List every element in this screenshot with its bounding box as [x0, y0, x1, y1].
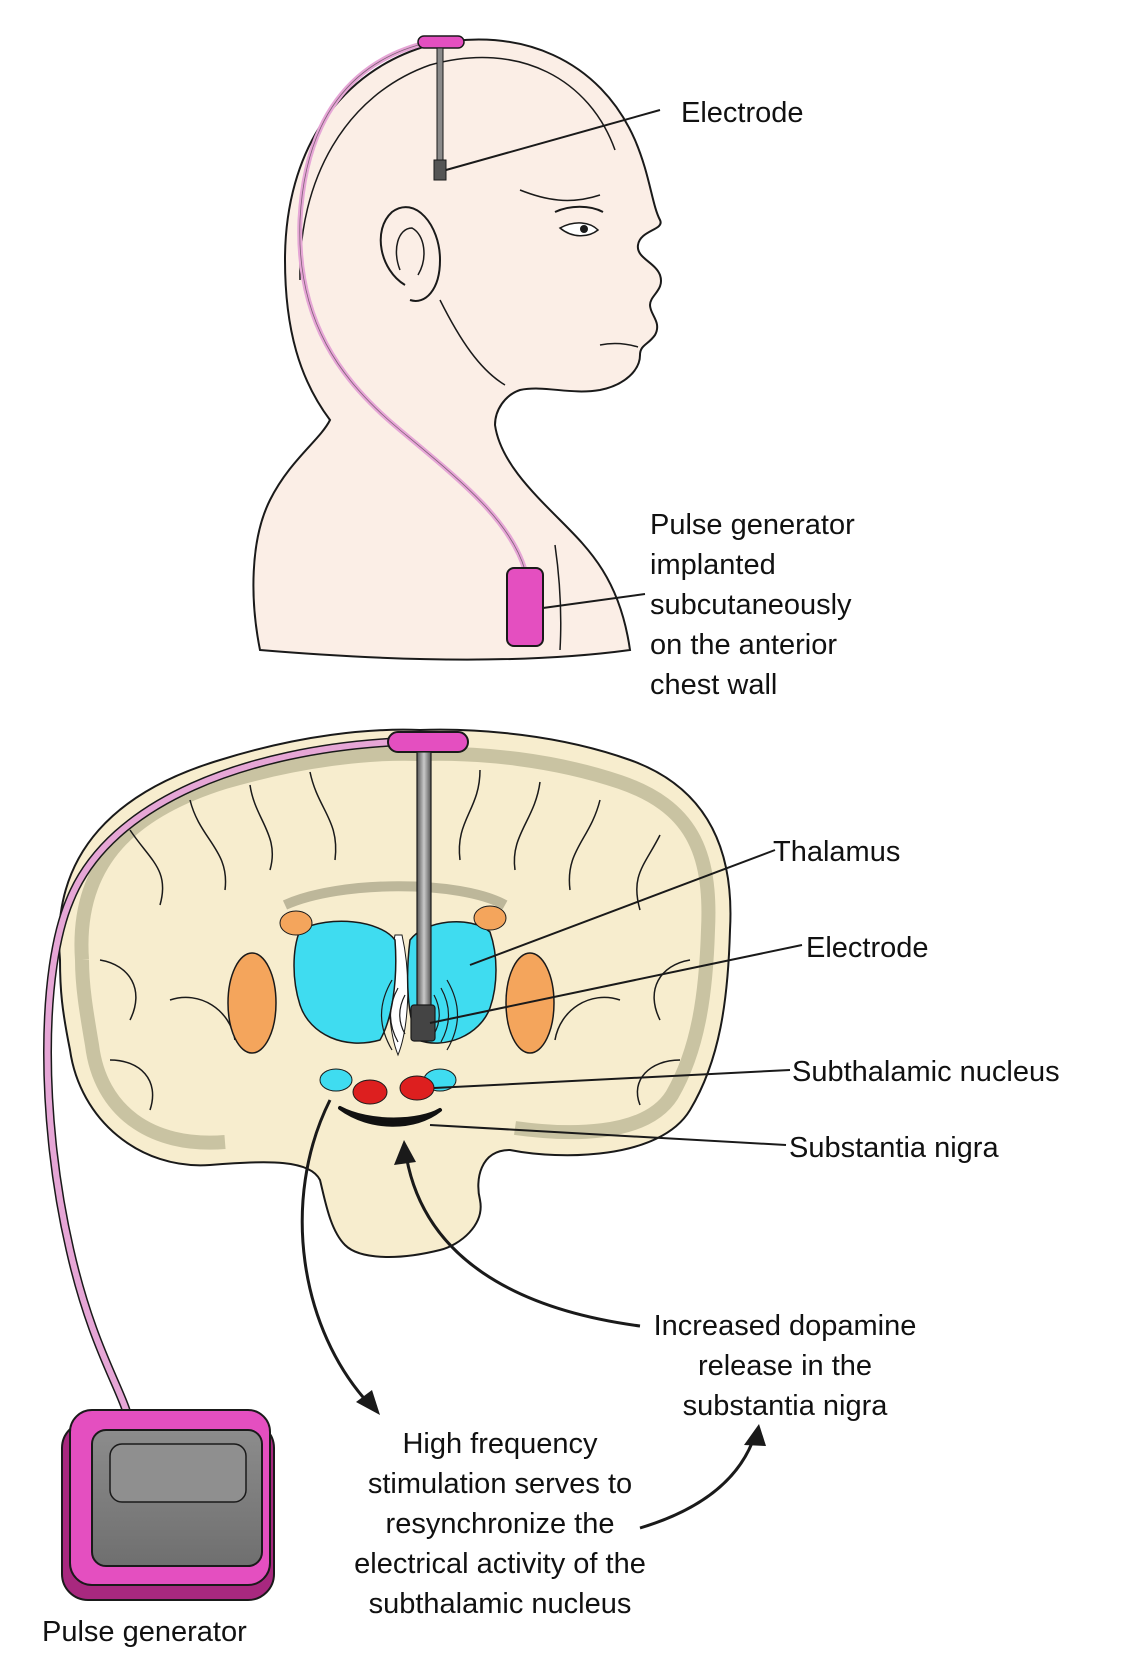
leader-substantia-nigra [429, 1124, 787, 1146]
arrowheads [356, 1140, 766, 1446]
cortex-band [74, 746, 716, 1150]
brain-electrode-tip [410, 1004, 436, 1042]
label-line: release in the [697, 1350, 873, 1382]
head-electrode-shaft [436, 47, 444, 167]
arrowhead-sn [394, 1140, 416, 1165]
arrow-stimulation-to-dopamine [639, 1434, 757, 1530]
subthalamic-nucleus-left [352, 1079, 388, 1105]
skull-outline [299, 56, 616, 281]
label-line: High frequency [402, 1428, 598, 1460]
head-electrode-tip [433, 159, 447, 181]
thalamus-left [293, 920, 397, 1044]
substantia-nigra [338, 1106, 442, 1127]
label-dopamine-release: Increased dopamine release in the substa… [640, 1306, 930, 1426]
label-line: chest wall [650, 669, 778, 701]
corpus-callosum [282, 881, 508, 910]
arrow-dopamine-to-sn [403, 1147, 641, 1328]
brain-section [43, 728, 803, 1530]
pulse-generator-window [109, 1443, 247, 1503]
arrowhead-stimulation [356, 1390, 380, 1415]
label-line: implanted [650, 549, 776, 581]
label-electrode-brain: Electrode [806, 932, 929, 964]
subthalamic-nucleus-right [399, 1075, 435, 1101]
label-line: Increased dopamine [653, 1310, 917, 1342]
brain-burr-hole-cap [387, 731, 469, 753]
label-subthalamic-nucleus: Subthalamic nucleus [792, 1056, 1060, 1088]
label-line: stimulation serves to [367, 1468, 633, 1500]
label-thalamus: Thalamus [773, 836, 901, 868]
caudate-left [279, 910, 313, 936]
jaw-line [439, 299, 506, 386]
arrow-stn-to-stimulation [300, 1099, 372, 1407]
arrowhead-dopamine [744, 1424, 766, 1446]
burr-hole-cap [417, 35, 465, 49]
eye [558, 222, 600, 237]
label-electrode-top: Electrode [681, 97, 804, 129]
caudate-right [473, 905, 507, 931]
pulse-generator-device [61, 1409, 275, 1601]
brain-electrode-shaft [416, 751, 432, 1015]
leader-thalamus [469, 849, 776, 966]
putamen-left [227, 952, 277, 1054]
label-line: subcutaneously [650, 589, 852, 621]
neck-line [554, 544, 562, 651]
leader-chest-generator [542, 593, 646, 609]
head-illustration [252, 35, 663, 661]
arrows [300, 1099, 757, 1530]
label-line: Pulse generator [650, 509, 855, 541]
head-silhouette [252, 38, 663, 661]
label-line: subthalamic nucleus [368, 1588, 632, 1620]
leader-electrode-top [445, 109, 661, 171]
label-line: resynchronize the [385, 1508, 615, 1540]
chest-pulse-generator [506, 567, 544, 647]
ear [379, 206, 442, 302]
pupil [580, 225, 588, 233]
mouth [599, 342, 639, 348]
label-line: substantia nigra [682, 1390, 888, 1422]
label-substantia-nigra: Substantia nigra [789, 1132, 999, 1164]
leader-subthalamic-nucleus [433, 1069, 791, 1089]
ear-inner [395, 227, 425, 276]
eyebrow [554, 205, 604, 213]
label-line: on the anterior [650, 629, 838, 661]
gyri [99, 769, 691, 1111]
label-stimulation: High frequency stimulation serves to res… [330, 1424, 670, 1624]
label-pulse-generator-chest: Pulse generator implanted subcutaneously… [650, 505, 855, 705]
leader-electrode-brain [429, 944, 803, 1024]
label-line: electrical activity of the [354, 1548, 646, 1580]
hairline [519, 189, 601, 202]
cyan-nucleus-left [319, 1068, 353, 1092]
label-pulse-generator-device: Pulse generator [42, 1616, 247, 1648]
